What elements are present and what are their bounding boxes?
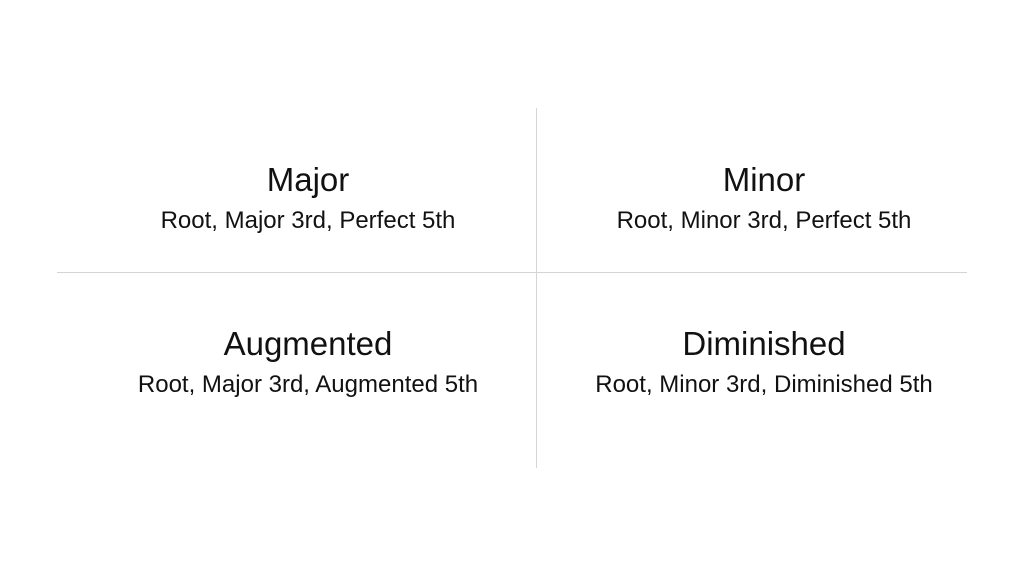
vertical-divider [536, 108, 537, 468]
diminished-triad-title: Diminished [682, 325, 846, 362]
major-triad-intervals: Root, Major 3rd, Perfect 5th [160, 207, 456, 234]
augmented-triad-title: Augmented [223, 325, 393, 362]
horizontal-divider [57, 272, 967, 273]
minor-triad-title: Minor [722, 161, 806, 198]
augmented-triad-intervals: Root, Major 3rd, Augmented 5th [137, 371, 479, 398]
diminished-triad-cell: Diminished Root, Minor 3rd, Diminished 5… [544, 324, 984, 400]
diminished-triad-intervals: Root, Minor 3rd, Diminished 5th [595, 371, 933, 398]
augmented-triad-cell: Augmented Root, Major 3rd, Augmented 5th [88, 324, 528, 400]
major-triad-cell: Major Root, Major 3rd, Perfect 5th [88, 160, 528, 236]
minor-triad-intervals: Root, Minor 3rd, Perfect 5th [616, 207, 912, 234]
major-triad-title: Major [266, 161, 350, 198]
minor-triad-cell: Minor Root, Minor 3rd, Perfect 5th [544, 160, 984, 236]
